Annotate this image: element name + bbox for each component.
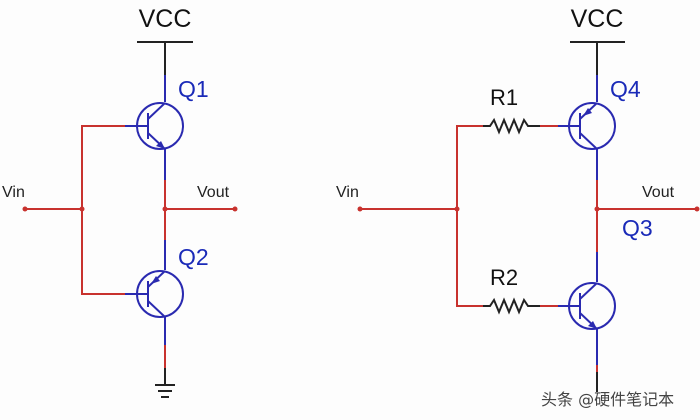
- q2-pnp-transistor-icon: [125, 270, 184, 318]
- r1-label: R1: [490, 85, 518, 110]
- q1-npn-transistor-icon: [125, 102, 184, 150]
- right-vcc-label: VCC: [571, 5, 624, 33]
- left-output-junction: [162, 206, 168, 212]
- left-vcc-label: VCC: [139, 5, 192, 33]
- right-resistor-bus: [456, 125, 483, 307]
- left-junction: [79, 206, 85, 212]
- q4-pnp-transistor-icon: [558, 102, 616, 150]
- q1-label: Q1: [178, 76, 209, 102]
- ground-icon: [155, 384, 175, 398]
- left-base-bus: [81, 125, 125, 295]
- q3-label: Q3: [622, 215, 653, 241]
- right-output-junction: [594, 206, 600, 212]
- q4-label: Q4: [610, 76, 641, 102]
- right-vin-label: Vin: [336, 184, 359, 201]
- right-vin-terminal: [357, 206, 363, 212]
- left-vout-label: Vout: [197, 184, 230, 201]
- r1-resistor-icon: [483, 117, 540, 135]
- r2-resistor-icon: [483, 297, 540, 315]
- right-circuit: VCC Q4 Q3 R1: [336, 5, 700, 392]
- right-junction: [454, 206, 460, 212]
- r2-label: R2: [490, 265, 518, 290]
- left-vin-terminal: [22, 206, 28, 212]
- left-circuit: VCC Q1 Q2: [2, 5, 238, 398]
- right-vout-terminal: [694, 206, 700, 212]
- left-vin-label: Vin: [2, 184, 25, 201]
- q3-npn-transistor-icon: [558, 282, 616, 330]
- left-vout-terminal: [232, 206, 238, 212]
- right-vout-label: Vout: [642, 184, 675, 201]
- watermark: 头条 @硬件笔记本: [541, 390, 674, 409]
- q2-label: Q2: [178, 244, 209, 270]
